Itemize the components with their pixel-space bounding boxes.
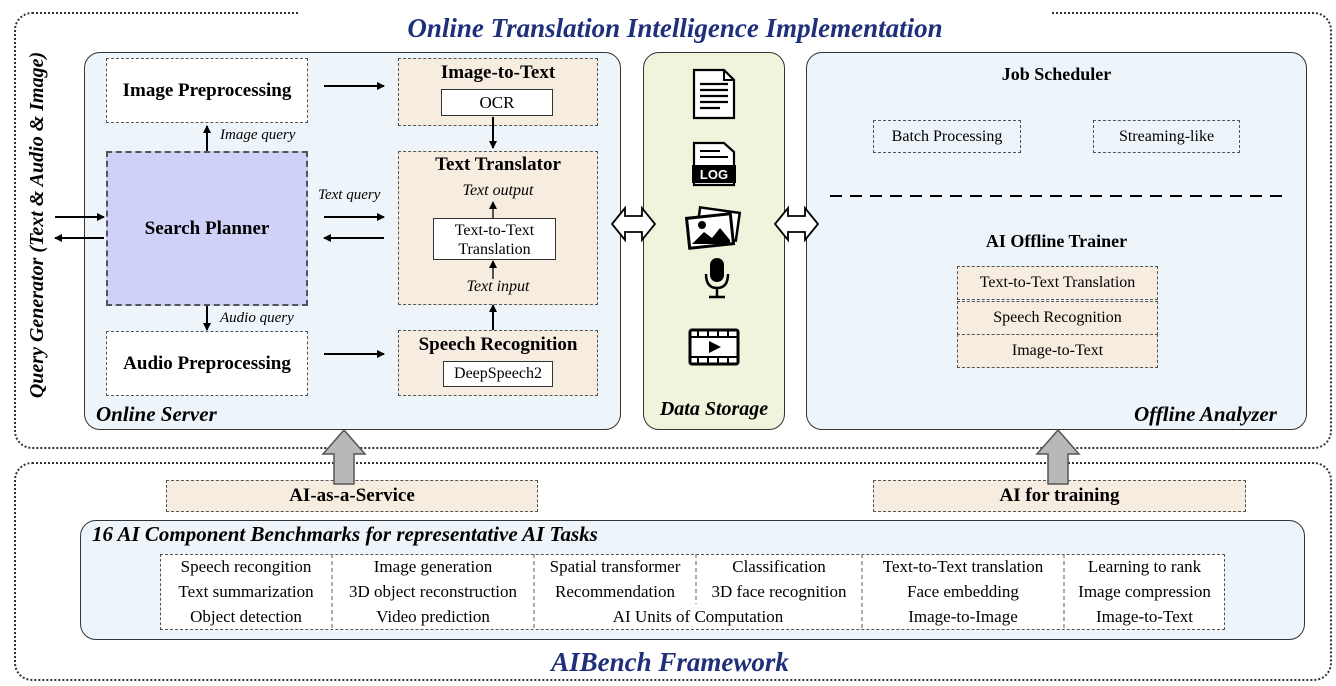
trainer-task-3: Image-to-Text bbox=[957, 334, 1158, 368]
text-output-label: Text output bbox=[462, 182, 534, 199]
ai-for-training-box: AI for training bbox=[873, 480, 1246, 512]
benchmark-cell: Image generation bbox=[373, 557, 493, 576]
streaming-like-box: Streaming-like bbox=[1093, 120, 1240, 153]
benchmark-cell: Classification bbox=[732, 557, 826, 576]
search-planner-box: Search Planner bbox=[106, 151, 308, 306]
trainer-task-1: Text-to-Text Translation bbox=[957, 266, 1158, 300]
benchmark-cell: 3D object reconstruction bbox=[348, 582, 518, 601]
benchmarks-title: 16 AI Component Benchmarks for represent… bbox=[92, 522, 598, 546]
benchmark-cell: Speech recongition bbox=[180, 557, 312, 576]
ai-service-up-arrow bbox=[321, 428, 367, 485]
text-to-text-translation-box: Text-to-Text Translation bbox=[433, 218, 556, 260]
benchmark-cell: Video prediction bbox=[376, 607, 490, 626]
batch-processing-box: Batch Processing bbox=[873, 120, 1021, 153]
ai-training-up-arrow bbox=[1035, 428, 1081, 485]
top-title: Online Translation Intelligence Implemen… bbox=[300, 12, 1050, 44]
benchmark-cell: Text summarization bbox=[178, 582, 314, 601]
ai-as-a-service-box: AI-as-a-Service bbox=[166, 480, 538, 512]
text-query-label: Text query bbox=[318, 187, 381, 203]
offline-analyzer-label: Offline Analyzer bbox=[1134, 402, 1277, 426]
data-storage-label: Data Storage bbox=[659, 398, 769, 420]
audio-query-label: Audio query bbox=[220, 310, 294, 326]
benchmark-cell: Image-to-Text bbox=[1096, 607, 1193, 626]
svg-text:LOG: LOG bbox=[700, 167, 728, 182]
benchmark-grid-lines bbox=[331, 554, 1065, 630]
text-input-label: Text input bbox=[466, 278, 530, 295]
benchmark-cell: 3D face recognition bbox=[711, 582, 847, 601]
server-storage-double-arrow bbox=[610, 205, 657, 243]
benchmark-cell: Text-to-Text translation bbox=[882, 557, 1044, 576]
speech-recognition-title: Speech Recognition bbox=[418, 334, 578, 355]
online-server-label: Online Server bbox=[96, 402, 217, 426]
audio-preprocessing-box: Audio Preprocessing bbox=[106, 331, 308, 396]
log-file-icon: LOG bbox=[692, 141, 736, 187]
benchmark-cell: AI Units of Computation bbox=[612, 607, 784, 626]
benchmark-cell: Spatial transformer bbox=[549, 557, 681, 576]
text-to-text-line2: Translation bbox=[458, 241, 531, 258]
image-query-label: Image query bbox=[220, 127, 296, 143]
benchmark-cell: Recommendation bbox=[555, 582, 675, 601]
job-scheduler-title: Job Scheduler bbox=[1001, 64, 1112, 84]
document-icon bbox=[692, 68, 736, 120]
benchmark-cell: Face embedding bbox=[907, 582, 1019, 601]
aibench-framework-frame bbox=[14, 462, 1332, 681]
benchmark-cell: Object detection bbox=[190, 607, 302, 626]
text-to-text-line1: Text-to-Text bbox=[454, 222, 535, 239]
storage-analyzer-double-arrow bbox=[773, 205, 820, 243]
bottom-title: AIBench Framework bbox=[520, 645, 820, 679]
photos-icon bbox=[684, 205, 742, 250]
ocr-box: OCR bbox=[441, 89, 553, 116]
benchmarks-grid bbox=[160, 554, 1225, 630]
ai-offline-trainer-title: AI Offline Trainer bbox=[985, 231, 1128, 251]
benchmark-cell: Image compression bbox=[1078, 582, 1211, 601]
video-icon bbox=[688, 328, 740, 366]
image-preprocessing-box: Image Preprocessing bbox=[106, 58, 308, 123]
image-to-text-title: Image-to-Text bbox=[440, 62, 556, 83]
microphone-icon bbox=[704, 258, 730, 299]
deepspeech2-box: DeepSpeech2 bbox=[443, 361, 553, 387]
benchmark-cell: Image-to-Image bbox=[908, 607, 1018, 626]
text-translator-title: Text Translator bbox=[435, 154, 561, 175]
benchmark-cell: Learning to rank bbox=[1087, 557, 1202, 576]
